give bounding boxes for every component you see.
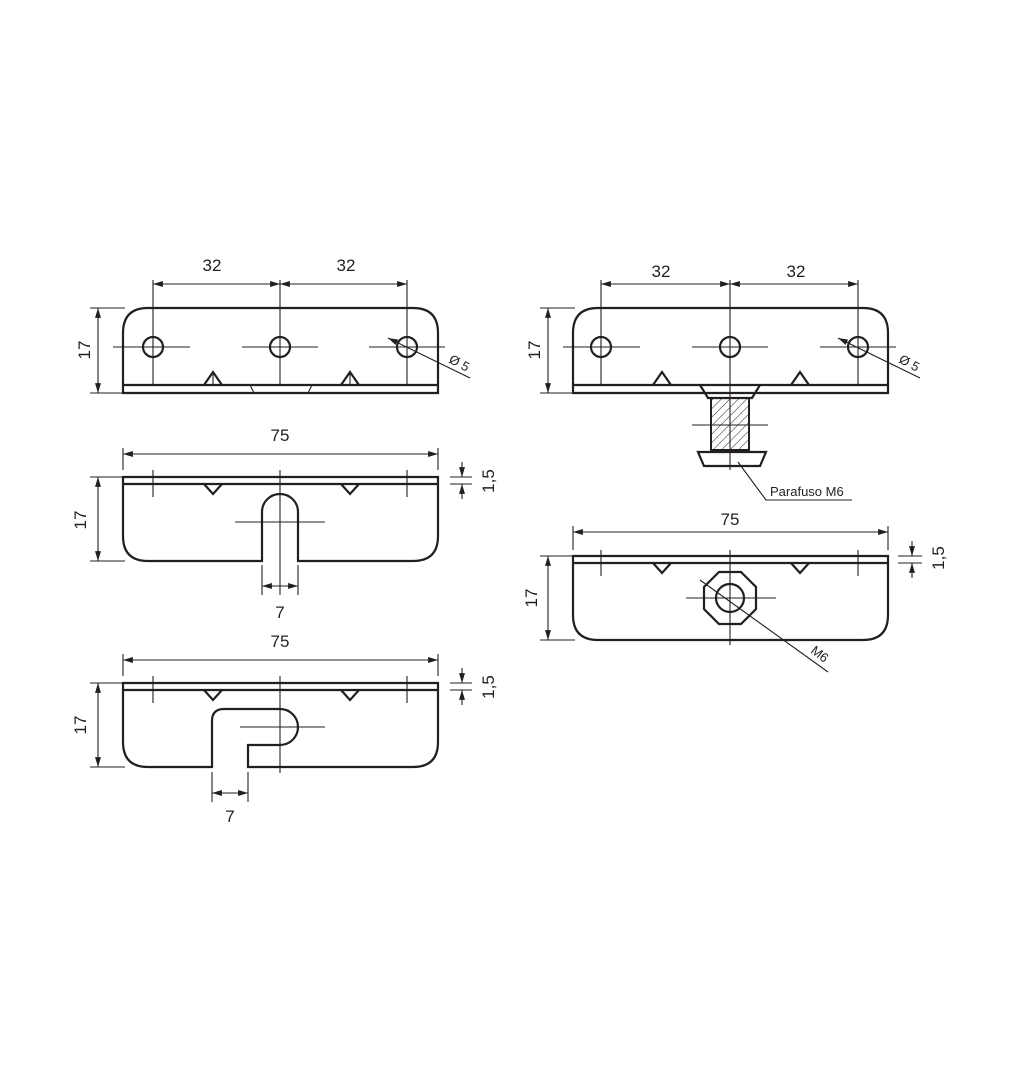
dim-height: 17 bbox=[522, 589, 541, 608]
dim-slot: 7 bbox=[225, 807, 234, 826]
dim-spacing-2: 32 bbox=[787, 262, 806, 281]
view-bottom-left: 75 1,5 17 7 bbox=[71, 632, 498, 826]
dim-thickness: 1,5 bbox=[479, 675, 498, 699]
dim-spacing-2: 32 bbox=[337, 256, 356, 275]
dim-length: 75 bbox=[721, 510, 740, 529]
dim-thickness: 1,5 bbox=[479, 469, 498, 493]
view-top-left: 32 32 17 Ø 5 bbox=[75, 256, 473, 395]
dim-spacing-1: 32 bbox=[652, 262, 671, 281]
dim-height: 17 bbox=[75, 341, 94, 360]
hole-diameter: Ø 5 bbox=[897, 351, 923, 374]
dim-height: 17 bbox=[71, 716, 90, 735]
dim-length: 75 bbox=[271, 632, 290, 651]
hole-markers bbox=[113, 280, 445, 385]
nut-octagon bbox=[702, 570, 758, 626]
dim-slot: 7 bbox=[275, 603, 284, 622]
view-bottom-right: M6 75 1,5 17 bbox=[522, 510, 948, 673]
dim-thickness: 1,5 bbox=[929, 546, 948, 570]
screw-label: Parafuso M6 bbox=[770, 484, 844, 499]
dim-height: 17 bbox=[71, 511, 90, 530]
dim-spacing-1: 32 bbox=[203, 256, 222, 275]
view-top-right: 32 32 17 Ø 5 Parafuso M6 bbox=[525, 262, 923, 501]
screw bbox=[692, 384, 768, 468]
view-middle-left: 75 1,5 17 7 bbox=[71, 426, 498, 622]
nut-label: M6 bbox=[808, 643, 831, 666]
dim-height: 17 bbox=[525, 341, 544, 360]
hole-diameter: Ø 5 bbox=[447, 351, 473, 374]
dim-length: 75 bbox=[271, 426, 290, 445]
